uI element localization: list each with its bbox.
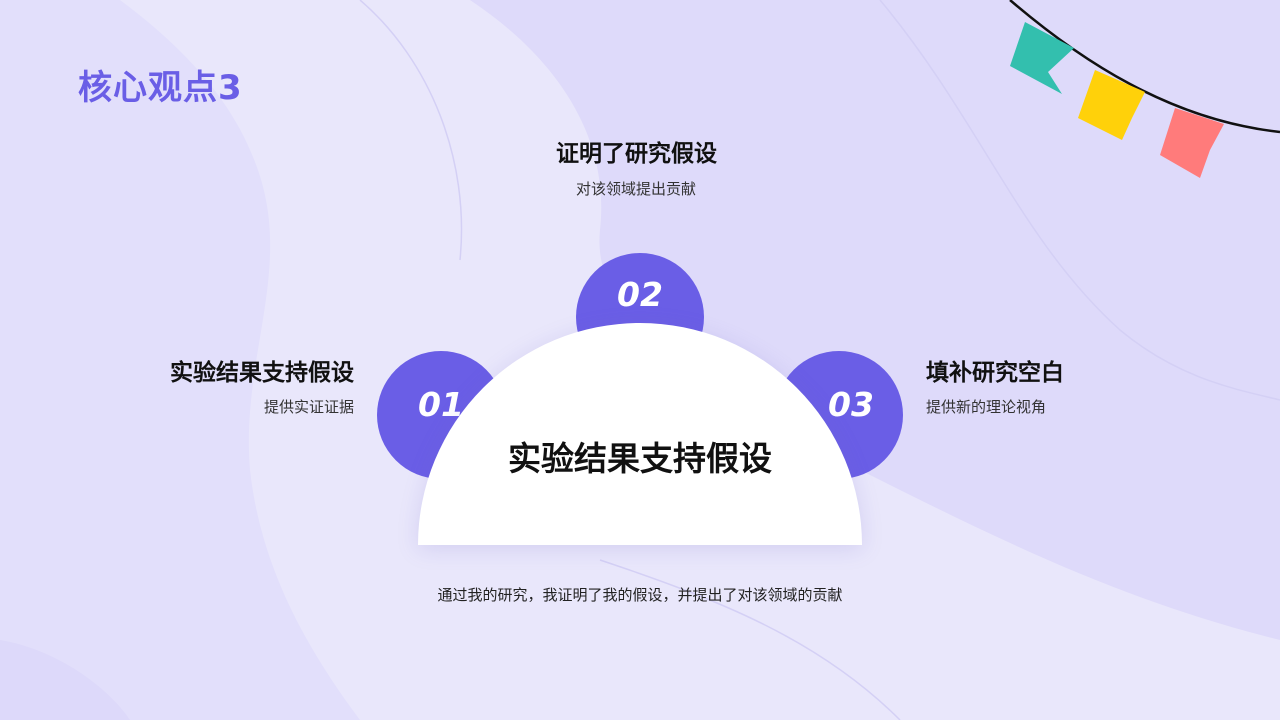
summary-text: 通过我的研究，我证明了我的假设，并提出了对该领域的贡献	[340, 584, 940, 605]
point-3-title: 填补研究空白	[926, 353, 1064, 387]
center-label: 实验结果支持假设	[418, 432, 862, 480]
point-3-subtitle: 提供新的理论视角	[926, 396, 1046, 417]
bunting-flags-decoration	[990, 0, 1280, 190]
flag-teal	[1010, 22, 1074, 94]
point-1-title: 实验结果支持假设	[170, 353, 354, 387]
point-2-number: 02	[576, 275, 704, 314]
point-1-subtitle: 提供实证证据	[264, 396, 354, 417]
point-2-title: 证明了研究假设	[556, 134, 717, 168]
flag-yellow	[1078, 70, 1145, 140]
slide-title: 核心观点3	[78, 60, 243, 109]
point-2-subtitle: 对该领域提出贡献	[576, 178, 696, 199]
